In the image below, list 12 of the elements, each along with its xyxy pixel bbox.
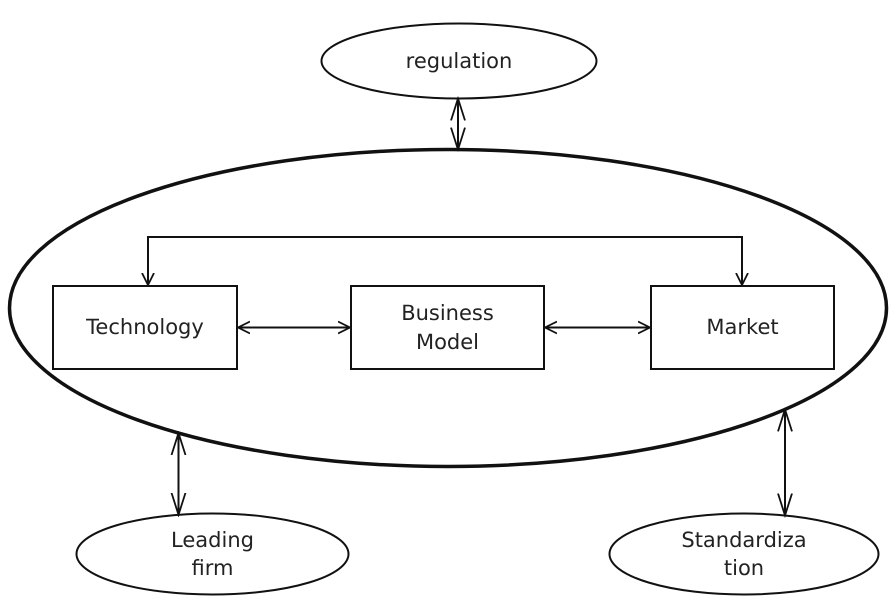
node-label: Market	[705, 314, 780, 342]
node-label: Technology	[85, 314, 205, 342]
arrow	[450, 98, 466, 150]
node-label: Leading firm	[170, 526, 255, 582]
arrow	[544, 320, 651, 334]
arrow	[777, 408, 793, 516]
node-label: Business Model	[400, 300, 495, 356]
node-label: Standardiza tion	[680, 526, 808, 582]
arrow	[237, 320, 351, 334]
arrow	[170, 432, 186, 516]
arrow	[141, 236, 749, 286]
node-label: regulation	[404, 48, 514, 75]
